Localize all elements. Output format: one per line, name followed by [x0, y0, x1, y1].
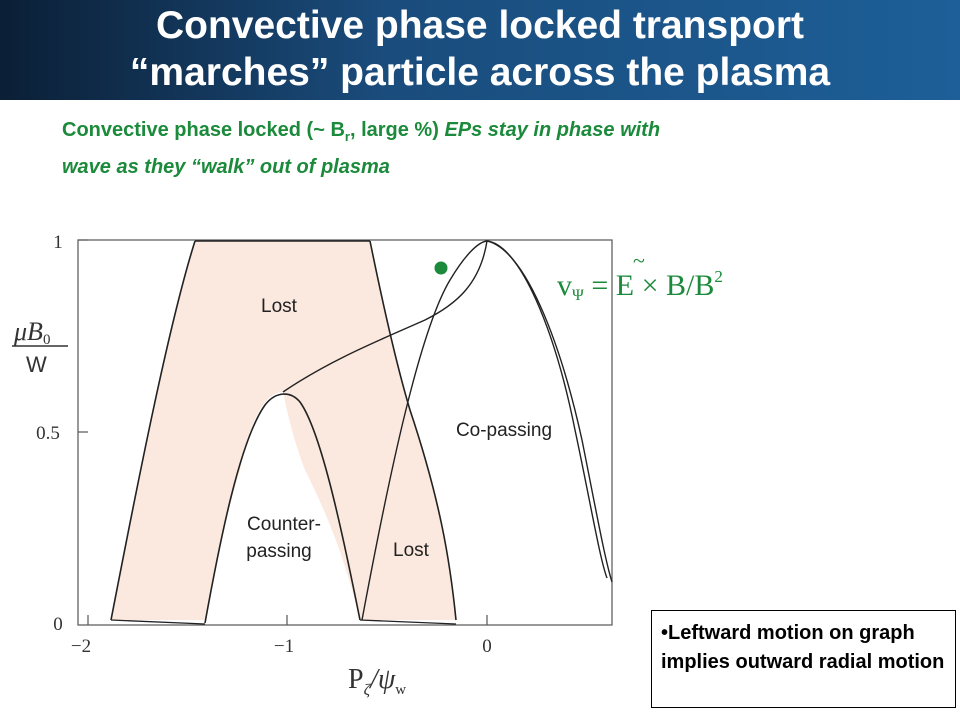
subtitle-subscript: r — [344, 129, 350, 144]
region-label-lost-bottom: Lost — [393, 540, 430, 561]
drift-velocity-formula: vΨ = E × B/B2 — [557, 267, 723, 304]
title-banner — [0, 0, 960, 100]
bottom-boundary-right — [359, 619, 457, 625]
region-label-lost-top: Lost — [261, 296, 298, 317]
particle-marker — [434, 261, 448, 275]
title-line-2: “marches” particle across the plasma — [129, 51, 831, 94]
note-text: Leftward motion on graph implies outward… — [661, 622, 945, 673]
subtitle-text-2: , large %) — [349, 119, 445, 141]
bottom-boundary-left — [110, 619, 206, 625]
region-label-co-passing: Co-passing — [456, 420, 552, 441]
y-tick-0: 0 — [53, 614, 63, 635]
y-tick-1: 1 — [53, 232, 63, 253]
formula-tilde: ~ — [633, 248, 645, 273]
co-passing-boundary-2 — [486, 240, 613, 583]
subtitle-text: Convective phase locked (~ B — [62, 119, 345, 141]
note-box: •Leftward motion on graph implies outwar… — [651, 610, 956, 708]
slide-title: Convective phase locked transport “march… — [0, 2, 960, 96]
x-tick-minus-2: −2 — [71, 636, 91, 657]
region-label-counter-1: Counter- — [247, 514, 321, 535]
subtitle-italic: EPs stay in phase with wave as they “wal… — [62, 119, 661, 178]
counter-passing-boundary — [204, 393, 361, 624]
region-label-counter-2: passing — [246, 541, 312, 562]
x-tick-0: 0 — [482, 636, 492, 657]
phase-space-diagram: −2 −1 0 0 0.5 1 μB0 W Pζ/ψw Lost Lost Co… — [12, 232, 723, 699]
slide-subtitle: Convective phase locked (~ Br, large %) … — [62, 115, 662, 182]
y-axis-label-numerator: μB0 — [13, 317, 50, 348]
title-line-1: Convective phase locked transport — [155, 4, 805, 47]
left-outer-boundary — [110, 240, 196, 621]
x-tick-minus-1: −1 — [274, 636, 294, 657]
right-outer-boundary — [369, 240, 457, 621]
y-axis-label-denominator: W — [26, 352, 47, 377]
x-axis-label: Pζ/ψw — [348, 664, 406, 699]
note-bullet: • — [661, 622, 669, 644]
y-tick-0-5: 0.5 — [36, 423, 60, 444]
particle-trajectory — [282, 240, 488, 393]
lost-region-fill — [111, 241, 456, 620]
